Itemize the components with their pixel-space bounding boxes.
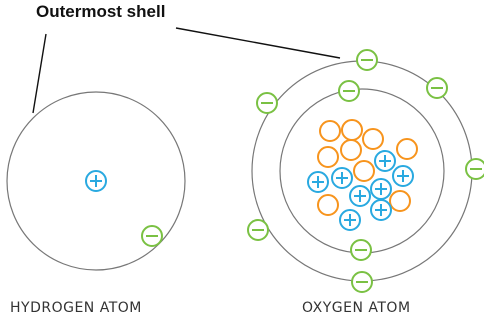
- oxygen-neutron: [389, 190, 411, 212]
- oxygen-electron: [350, 239, 372, 261]
- hydrogen-atom-caption: HYDROGEN ATOM: [10, 300, 142, 316]
- oxygen-electron: [351, 271, 373, 293]
- oxygen-neutron: [317, 194, 339, 216]
- oxygen-atom-caption: OXYGEN ATOM: [302, 300, 411, 316]
- oxygen-proton: [392, 165, 414, 187]
- oxygen-neutron: [341, 119, 363, 141]
- oxygen-electron: [338, 80, 360, 102]
- hydrogen-proton: [85, 170, 107, 192]
- hydrogen-electron: [141, 225, 163, 247]
- oxygen-neutron: [362, 128, 384, 150]
- oxygen-proton: [374, 150, 396, 172]
- oxygen-electron: [465, 158, 484, 180]
- oxygen-neutron: [396, 138, 418, 160]
- oxygen-electron: [356, 49, 378, 71]
- pointer-line-oxygen: [175, 27, 341, 59]
- oxygen-proton: [349, 185, 371, 207]
- hydrogen-shell: [6, 91, 186, 271]
- oxygen-electron: [256, 92, 278, 114]
- pointer-line-hydrogen: [32, 33, 47, 114]
- oxygen-proton: [331, 167, 353, 189]
- oxygen-proton: [370, 178, 392, 200]
- oxygen-neutron: [319, 120, 341, 142]
- outermost-shell-label: Outermost shell: [36, 2, 166, 21]
- oxygen-neutron: [340, 139, 362, 161]
- oxygen-proton: [307, 171, 329, 193]
- oxygen-proton: [339, 209, 361, 231]
- oxygen-electron: [247, 219, 269, 241]
- oxygen-neutron: [353, 160, 375, 182]
- oxygen-electron: [426, 77, 448, 99]
- oxygen-proton: [370, 199, 392, 221]
- oxygen-neutron: [317, 146, 339, 168]
